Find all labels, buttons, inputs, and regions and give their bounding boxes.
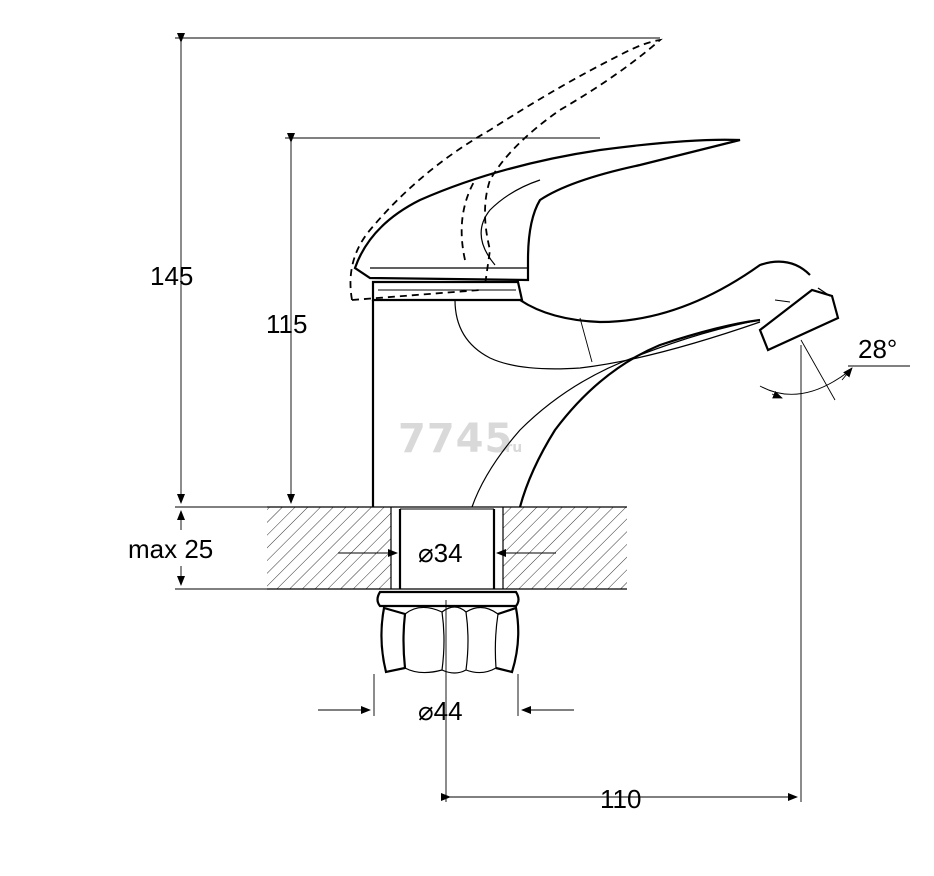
watermark-text: 7745: [398, 416, 513, 462]
watermark: 7745 .ru: [398, 416, 522, 462]
dimension-hole-diameter: ⌀34: [338, 538, 556, 568]
dimension-total-height: 145: [150, 33, 660, 504]
watermark-suffix: .ru: [500, 440, 522, 456]
dimension-145-label: 145: [150, 261, 193, 291]
dimension-d34-label: ⌀34: [418, 538, 463, 568]
dimension-28deg-label: 28°: [858, 334, 897, 364]
dimension-max-thickness: max 25: [128, 506, 267, 590]
dimension-nut-diameter: ⌀44: [318, 674, 574, 726]
faucet-body: [371, 260, 840, 508]
dimension-spout-height: 115: [266, 133, 600, 504]
mounting-shank: [398, 508, 496, 589]
dimension-max25-label: max 25: [128, 534, 213, 564]
dimension-115-label: 115: [266, 309, 307, 339]
lever-handle-raised: [349, 38, 663, 301]
countertop-left-section: [267, 507, 391, 589]
dimension-reach: 110: [441, 345, 802, 814]
dimension-d44-label: ⌀44: [418, 696, 463, 726]
countertop: [267, 506, 627, 590]
countertop-right-section: [503, 507, 627, 589]
dimension-tilt-angle: 28°: [759, 334, 910, 401]
dimension-110-label: 110: [600, 784, 641, 814]
lever-handle: [353, 138, 741, 282]
fixing-nut: [376, 590, 520, 674]
